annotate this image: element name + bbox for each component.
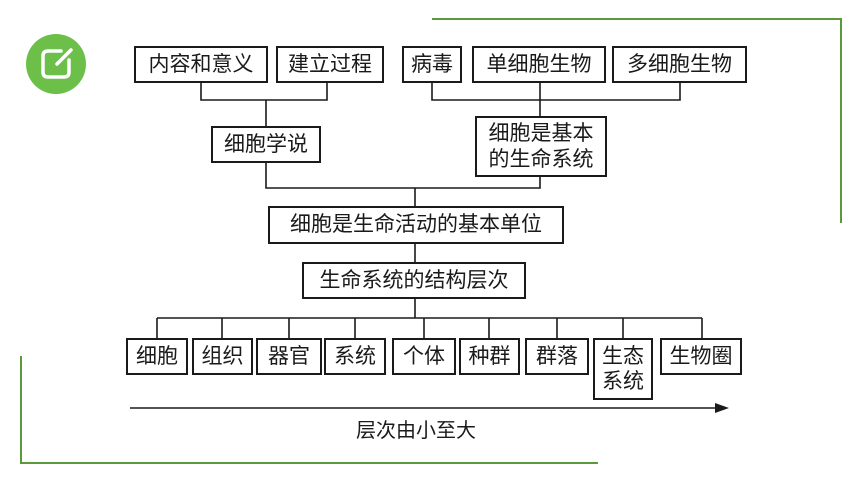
basic-unit-box: 细胞是生命活动的基本单位 xyxy=(268,206,564,244)
hierarchy-title-box: 生命系统的结构层次 xyxy=(302,262,526,299)
content-and-meaning-box: 内容和意义 xyxy=(134,46,268,83)
edit-note-icon xyxy=(26,34,86,94)
level-population: 种群 xyxy=(459,338,520,375)
level-biosphere: 生物圈 xyxy=(660,338,742,375)
level-tissue: 组织 xyxy=(192,338,253,375)
level-organ: 器官 xyxy=(256,338,322,375)
level-ecosystem-line-1: 生态 xyxy=(602,343,644,368)
virus-box: 病毒 xyxy=(402,46,462,83)
level-system: 系统 xyxy=(324,338,386,375)
level-community: 群落 xyxy=(525,338,589,375)
basic-life-system-line-2: 的生命系统 xyxy=(488,146,594,171)
cell-theory-box: 细胞学说 xyxy=(211,126,321,163)
frame-right-line xyxy=(840,18,842,223)
frame-bottom-line xyxy=(20,462,598,464)
level-ecosystem-line-2: 系统 xyxy=(602,369,644,393)
basic-life-system-line-1: 细胞是基本 xyxy=(488,121,594,146)
level-cell: 细胞 xyxy=(126,338,188,375)
unicellular-box: 单细胞生物 xyxy=(472,46,606,83)
axis-label: 层次由小至大 xyxy=(356,418,476,442)
frame-top-line xyxy=(432,18,842,20)
level-ecosystem: 生态 系统 xyxy=(593,338,653,400)
establishment-process-box: 建立过程 xyxy=(276,46,384,83)
basic-life-system-box: 细胞是基本 的生命系统 xyxy=(475,116,607,177)
frame-left-line xyxy=(20,356,22,464)
level-individual: 个体 xyxy=(392,338,456,375)
multicellular-box: 多细胞生物 xyxy=(612,46,747,83)
